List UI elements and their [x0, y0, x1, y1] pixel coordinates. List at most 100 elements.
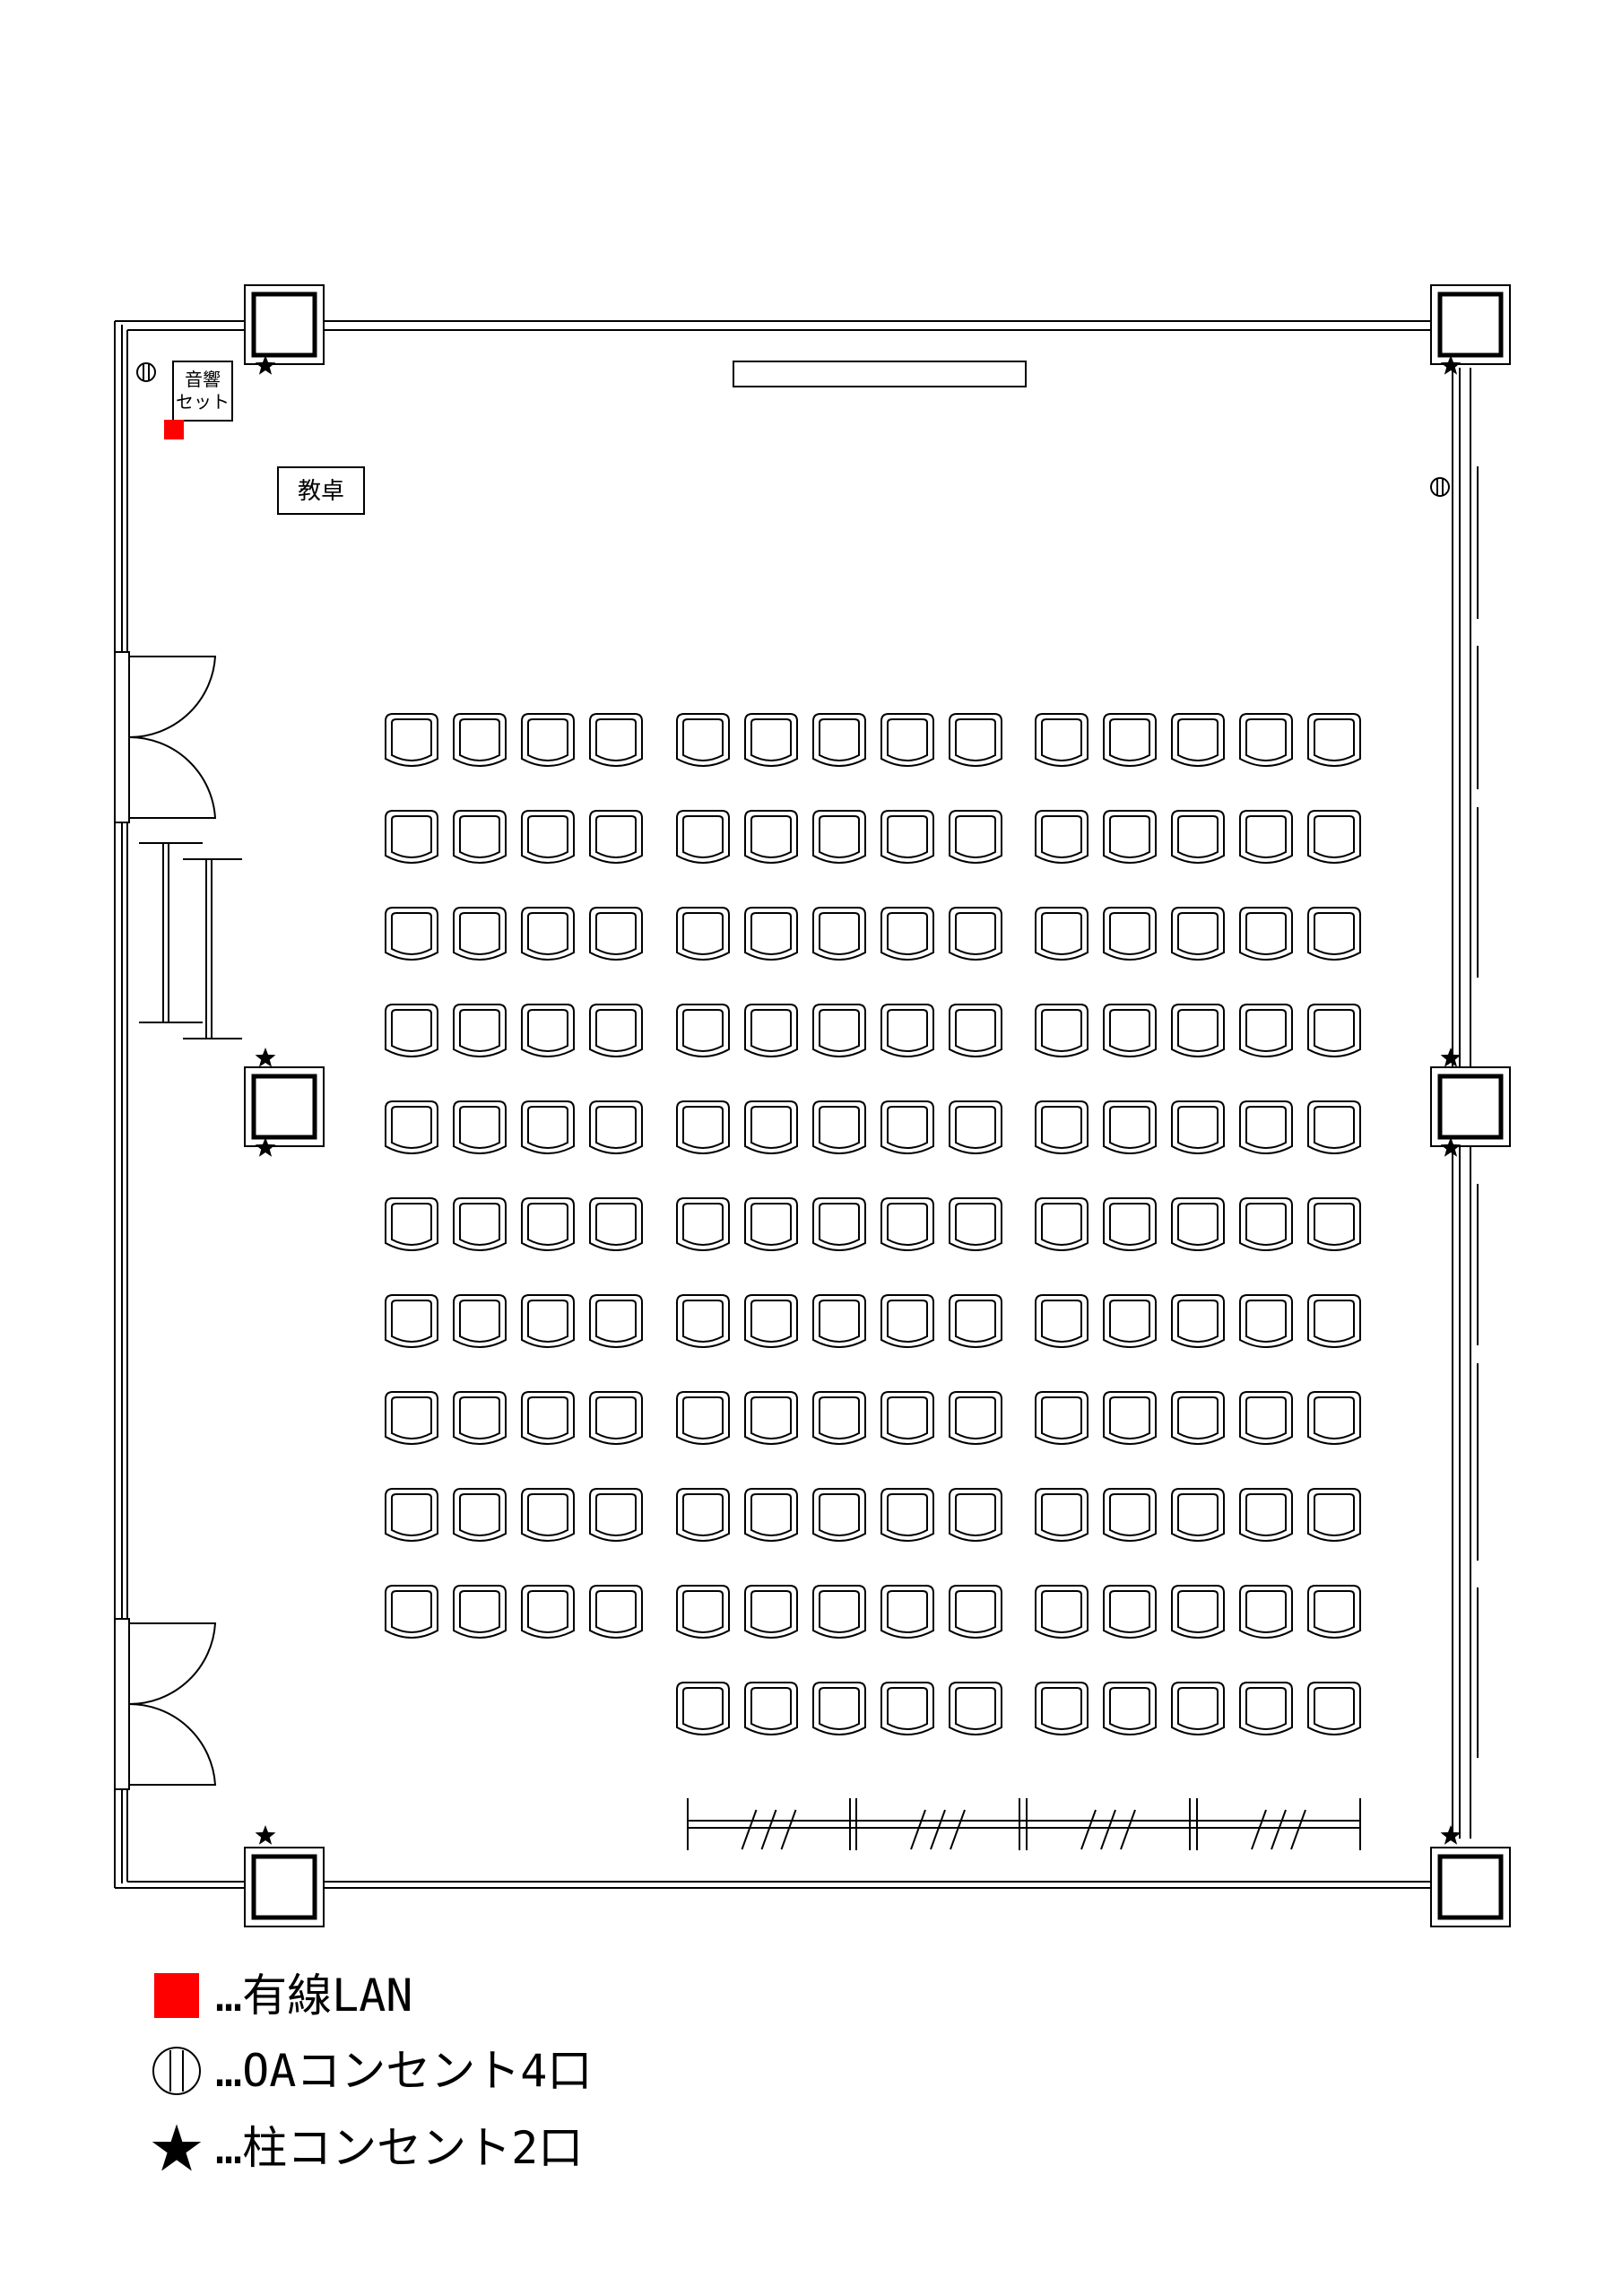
seat — [1307, 1682, 1361, 1735]
pillar-mid-right — [1430, 1066, 1511, 1147]
seat — [949, 713, 1002, 767]
seat — [1239, 1197, 1293, 1251]
seat — [744, 713, 798, 767]
seat — [1171, 713, 1225, 767]
seat — [521, 1100, 575, 1154]
seat — [589, 907, 643, 961]
pillar-outlet-star-icon — [255, 1048, 276, 1067]
seat — [1239, 1585, 1293, 1639]
seat — [453, 1004, 507, 1057]
seat — [1035, 1100, 1089, 1154]
seat — [1171, 1391, 1225, 1445]
seat — [1171, 1585, 1225, 1639]
seat — [744, 1004, 798, 1057]
seat — [744, 810, 798, 864]
seat — [1035, 1585, 1089, 1639]
seat — [1171, 1004, 1225, 1057]
seat — [812, 1391, 866, 1445]
podium: 教卓 — [277, 466, 365, 515]
sound-set: 音響 セット — [172, 361, 233, 422]
left-partition — [139, 842, 242, 1039]
seat — [812, 1004, 866, 1057]
seat — [1239, 1391, 1293, 1445]
seat — [1103, 1294, 1157, 1348]
seat — [385, 1100, 438, 1154]
seat — [1103, 810, 1157, 864]
seat — [744, 1100, 798, 1154]
seat — [521, 1585, 575, 1639]
seat — [1171, 1100, 1225, 1154]
seat — [812, 713, 866, 767]
seat — [1035, 1294, 1089, 1348]
seat — [676, 907, 730, 961]
seat — [880, 713, 934, 767]
seat — [453, 1294, 507, 1348]
podium-label: 教卓 — [298, 478, 344, 505]
seat — [453, 1585, 507, 1639]
seat — [880, 1682, 934, 1735]
seat — [1239, 713, 1293, 767]
legend-item-oa-outlet: …OAコンセント4口 — [151, 2039, 778, 2102]
seat — [385, 1294, 438, 1348]
seat — [385, 713, 438, 767]
pillar-outlet-star-icon — [255, 1825, 276, 1845]
seat — [676, 1004, 730, 1057]
seat — [676, 1391, 730, 1445]
seat — [453, 1197, 507, 1251]
seat — [1239, 1004, 1293, 1057]
seat — [1171, 907, 1225, 961]
seat — [880, 810, 934, 864]
pillar-outlet-star-icon — [1440, 355, 1462, 375]
seat — [589, 1488, 643, 1542]
seat — [589, 810, 643, 864]
seat — [385, 1585, 438, 1639]
seat — [1307, 1294, 1361, 1348]
pillar-outlet-star-icon — [151, 2122, 203, 2174]
pillar-outlet-star-icon — [255, 355, 276, 375]
legend-item-pillar-outlet: …柱コンセント2口 — [151, 2117, 778, 2179]
seat — [385, 1391, 438, 1445]
seat — [812, 1294, 866, 1348]
seat — [676, 1585, 730, 1639]
seat — [1239, 1682, 1293, 1735]
seat — [385, 810, 438, 864]
pillar-bottom-left — [244, 1847, 325, 1927]
seat — [521, 1391, 575, 1445]
seat — [1035, 713, 1089, 767]
seat — [880, 1488, 934, 1542]
seat — [1035, 907, 1089, 961]
pillar-outlet-star-icon — [1440, 1048, 1462, 1067]
seat — [949, 1294, 1002, 1348]
seat — [812, 1585, 866, 1639]
seat — [1103, 1585, 1157, 1639]
seat — [1035, 1488, 1089, 1542]
seat — [521, 713, 575, 767]
seat — [453, 713, 507, 767]
seat — [949, 1004, 1002, 1057]
seat — [744, 907, 798, 961]
bottom-partition — [687, 1798, 1361, 1850]
seat — [1103, 1682, 1157, 1735]
seat — [744, 1585, 798, 1639]
lan-square-icon — [164, 420, 184, 439]
seat — [1307, 907, 1361, 961]
seat — [1307, 713, 1361, 767]
seat — [1103, 907, 1157, 961]
seat — [1035, 1004, 1089, 1057]
seat — [453, 1488, 507, 1542]
pillar-mid-left — [244, 1066, 325, 1147]
seat — [880, 1294, 934, 1348]
seat — [1103, 1004, 1157, 1057]
seat — [589, 1197, 643, 1251]
seat — [1307, 1585, 1361, 1639]
seat — [676, 810, 730, 864]
seat — [949, 1100, 1002, 1154]
seat — [1239, 1100, 1293, 1154]
seat — [949, 1682, 1002, 1735]
seat — [676, 1294, 730, 1348]
seat — [1307, 1004, 1361, 1057]
seat — [589, 1004, 643, 1057]
seat — [812, 1488, 866, 1542]
sound-set-label-2: セット — [176, 391, 230, 413]
